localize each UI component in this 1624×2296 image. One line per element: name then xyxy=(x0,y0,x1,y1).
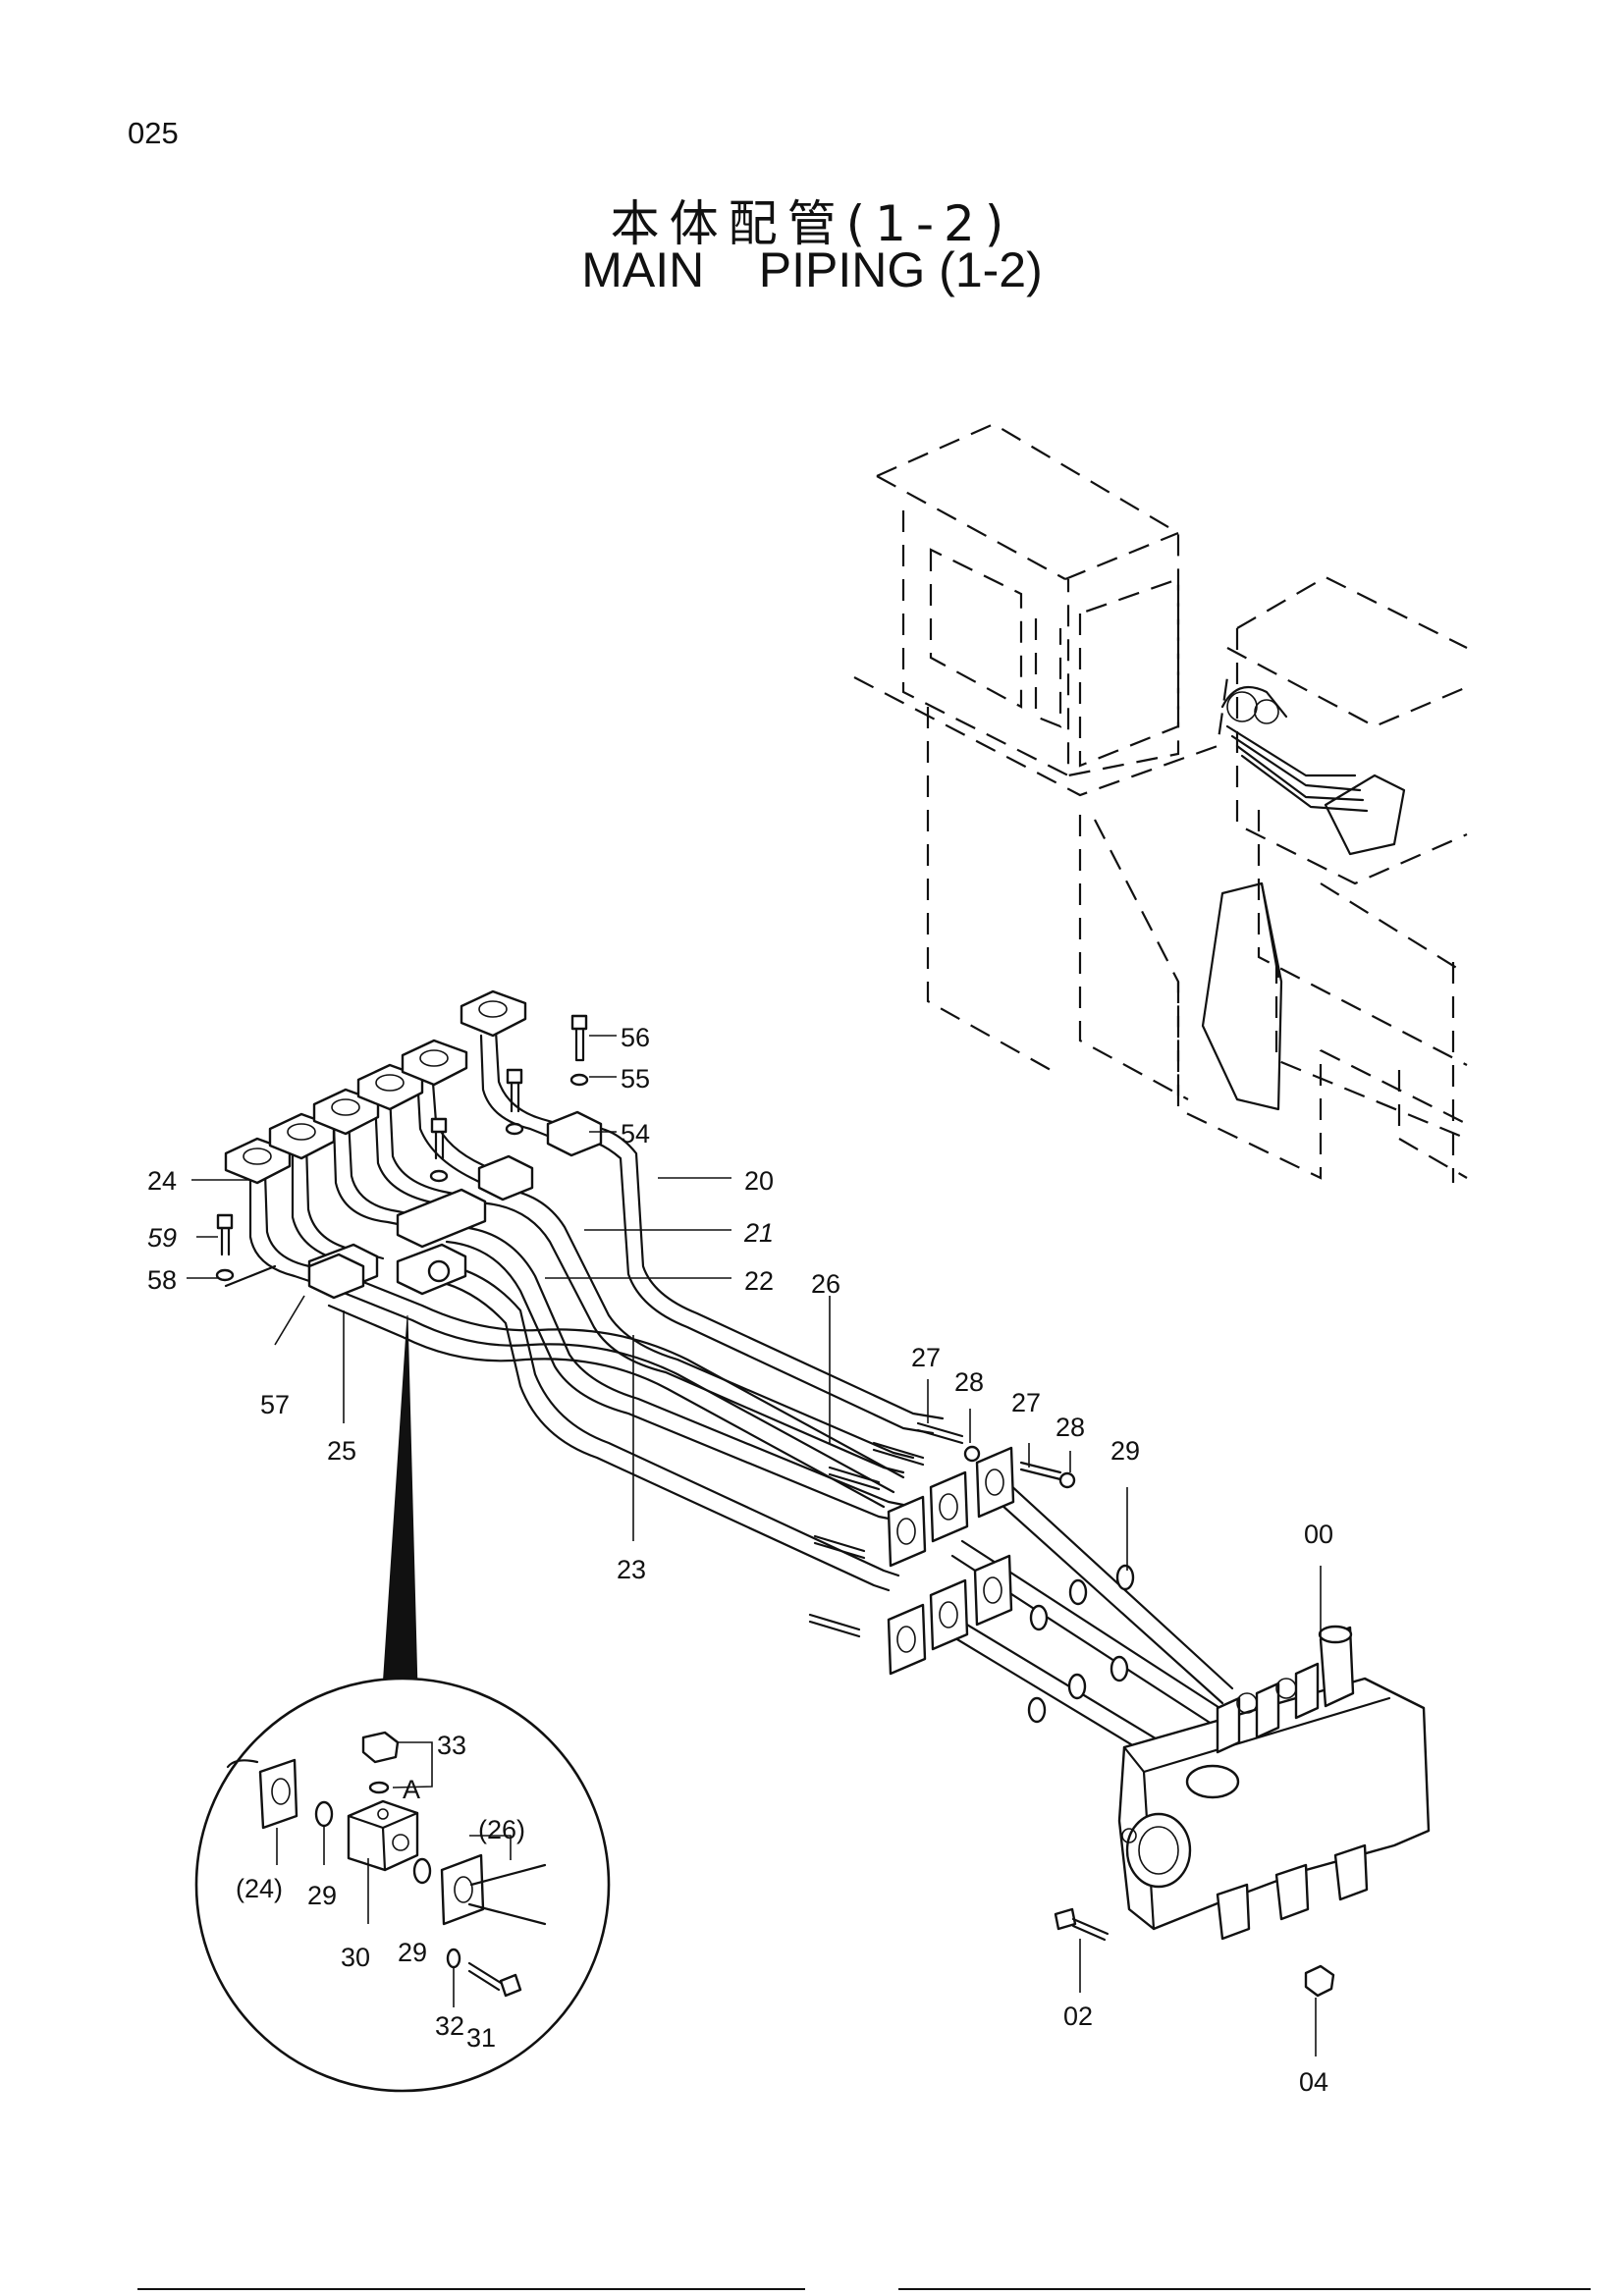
detail-callout-29b: 29 xyxy=(398,1938,427,1967)
detail-callout-24: (24) xyxy=(236,1874,283,1903)
callout-29: 29 xyxy=(1110,1436,1140,1466)
detail-callout-30: 30 xyxy=(341,1943,370,1972)
detail-callout-32: 32 xyxy=(435,2011,464,2041)
clamps-upper xyxy=(215,1014,603,1300)
detail-callout-33: 33 xyxy=(437,1731,466,1760)
flange-24 xyxy=(224,1137,292,1185)
callout-20: 20 xyxy=(744,1166,774,1196)
title-japanese: 本体配管(1-2) xyxy=(610,195,1014,252)
callout-55: 55 xyxy=(621,1064,650,1094)
flange-5 xyxy=(268,1112,336,1160)
detail-callout-A: A xyxy=(403,1775,420,1804)
callout-21: 21 xyxy=(743,1218,774,1248)
callout-27b: 27 xyxy=(1011,1388,1041,1417)
flange-4 xyxy=(312,1088,380,1136)
flange-1 xyxy=(460,989,527,1038)
detail-callout-26: (26) xyxy=(478,1815,525,1844)
callout-22: 22 xyxy=(744,1266,774,1296)
callout-59: 59 xyxy=(147,1223,177,1253)
callout-labels: 56 55 54 24 20 21 59 22 58 26 57 25 27 2… xyxy=(147,1023,1333,2097)
lower-flanges xyxy=(808,1421,1135,1724)
callout-02: 02 xyxy=(1063,2002,1093,2031)
detail-callout-31: 31 xyxy=(466,2023,496,2053)
callout-27a: 27 xyxy=(911,1343,941,1372)
flanges-top xyxy=(224,989,527,1185)
footer-rule-right xyxy=(898,2288,1591,2290)
detail-callout-29a: 29 xyxy=(307,1881,337,1910)
callout-23: 23 xyxy=(617,1555,646,1584)
callout-25: 25 xyxy=(327,1436,356,1466)
footer-rule-left xyxy=(137,2288,805,2290)
callout-28b: 28 xyxy=(1056,1413,1085,1442)
control-valve xyxy=(1054,1625,1431,1998)
callout-56: 56 xyxy=(621,1023,650,1052)
machine-outline xyxy=(853,422,1468,1183)
callout-28a: 28 xyxy=(954,1367,984,1397)
callout-00: 00 xyxy=(1304,1520,1333,1549)
detail-view xyxy=(194,1677,611,2093)
callout-04: 04 xyxy=(1299,2067,1328,2097)
callout-24: 24 xyxy=(147,1166,177,1196)
title-english: MAIN PIPING (1-2) xyxy=(581,242,1043,297)
callout-54: 54 xyxy=(621,1119,650,1148)
flange-2 xyxy=(401,1039,468,1087)
callout-57: 57 xyxy=(260,1390,290,1419)
page-number: 025 xyxy=(128,116,179,150)
callout-58: 58 xyxy=(147,1265,177,1295)
flange-3 xyxy=(356,1063,424,1111)
callout-26: 26 xyxy=(811,1269,840,1299)
